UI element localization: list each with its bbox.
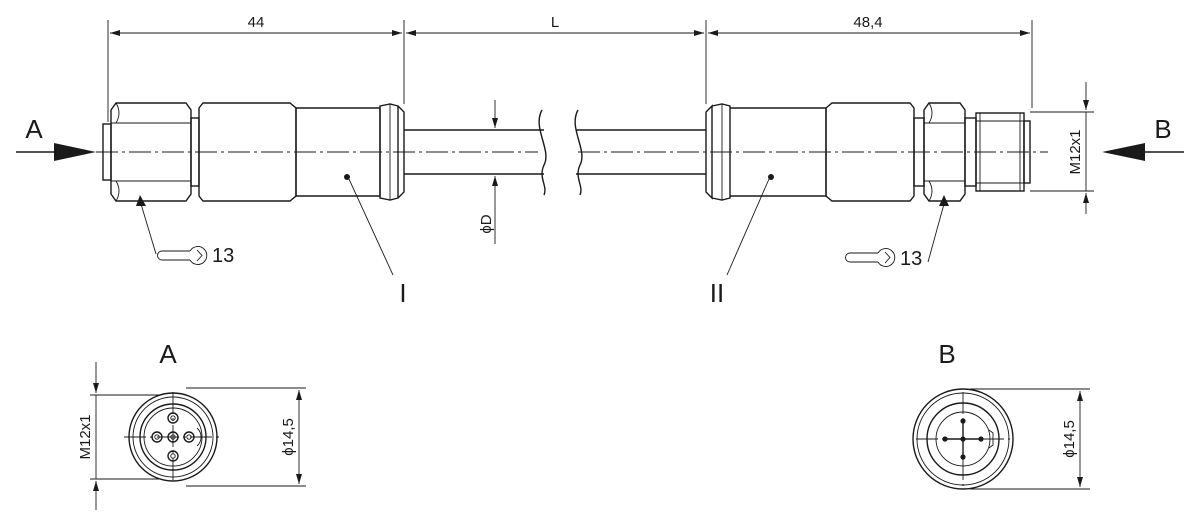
view-a: A M12x1 ϕ14,5	[77, 339, 306, 510]
view-a-thread-label: M12x1	[77, 414, 94, 459]
thread-right-label: M12x1	[1067, 129, 1084, 174]
view-arrow-b-label: B	[1154, 114, 1171, 144]
view-b-diameter-label: ϕ14,5	[1061, 420, 1078, 458]
connector-one	[102, 102, 405, 202]
view-a-title: A	[159, 339, 177, 369]
wrench-callout-right: 13	[845, 195, 949, 270]
view-a-diameter-label: ϕ14,5	[280, 418, 297, 456]
cable-diameter-label: ϕD	[478, 214, 495, 233]
view-b-title: B	[938, 339, 955, 369]
thread-dimension-right: M12x1	[1030, 82, 1094, 214]
view-arrow-b: B	[1102, 114, 1184, 161]
wrench-icon	[157, 246, 208, 265]
wrench-icon	[845, 248, 896, 267]
wrench-right-size: 13	[900, 248, 922, 270]
connector-two	[705, 102, 1031, 202]
cable-diameter-dimension: ϕD	[478, 100, 498, 244]
view-b: B ϕ14,5	[912, 339, 1090, 490]
connector-two-label: II	[710, 278, 724, 308]
view-arrow-a-label: A	[25, 114, 43, 144]
dimension-right-length: 48,4	[853, 14, 882, 31]
leader-connector-two: II	[710, 178, 770, 308]
leader-connector-one: I	[348, 178, 407, 308]
connector-one-label: I	[399, 278, 406, 308]
view-arrow-a: A	[16, 114, 96, 161]
cable	[404, 109, 706, 196]
dimension-cable-length: L	[551, 14, 559, 31]
top-dimensions: 44 L 48,4	[107, 14, 1033, 122]
dimension-left-length: 44	[248, 14, 265, 31]
wrench-left-size: 13	[212, 245, 234, 267]
wrench-callout-left: 13	[136, 195, 234, 267]
